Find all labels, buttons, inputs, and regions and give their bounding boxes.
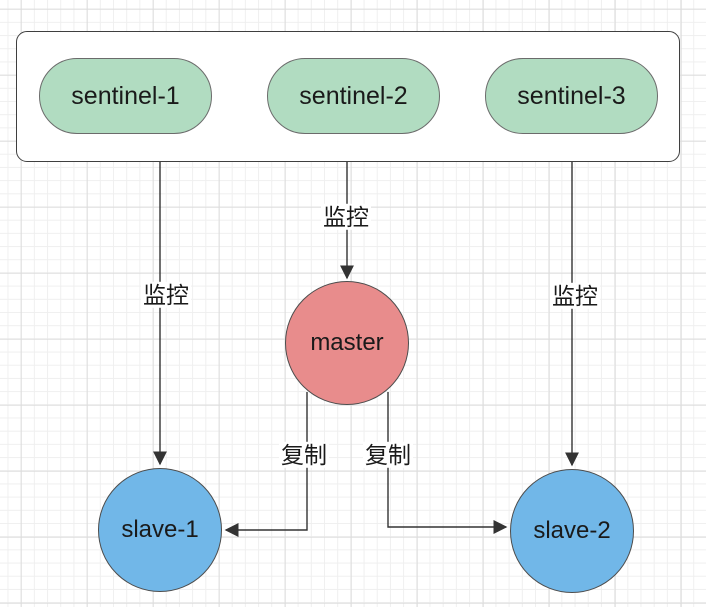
node-sentinel-2[interactable]: sentinel-2 — [267, 58, 440, 134]
node-sentinel-1-label: sentinel-1 — [71, 81, 180, 110]
node-master-label: master — [310, 329, 384, 356]
node-slave-2[interactable]: slave-2 — [510, 469, 634, 593]
edge-label-replicate-right[interactable]: 复制 — [363, 441, 413, 469]
node-sentinel-3[interactable]: sentinel-3 — [485, 58, 658, 134]
edge-label-monitor-right[interactable]: 监控 — [550, 282, 600, 310]
node-slave-2-label: slave-2 — [533, 517, 611, 544]
node-sentinel-3-label: sentinel-3 — [517, 81, 626, 110]
node-master[interactable]: master — [285, 281, 409, 405]
edge-replicate-master-slave2[interactable] — [387, 392, 508, 534]
node-slave-1-label: slave-1 — [121, 516, 199, 543]
edge-label-monitor-middle[interactable]: 监控 — [321, 203, 371, 231]
edge-label-replicate-left[interactable]: 复制 — [279, 441, 329, 469]
edge-label-monitor-left[interactable]: 监控 — [141, 281, 191, 309]
node-sentinel-1[interactable]: sentinel-1 — [39, 58, 212, 134]
edge-replicate-master-slave1[interactable] — [224, 392, 308, 537]
node-slave-1[interactable]: slave-1 — [98, 468, 222, 592]
node-sentinel-2-label: sentinel-2 — [299, 81, 408, 110]
